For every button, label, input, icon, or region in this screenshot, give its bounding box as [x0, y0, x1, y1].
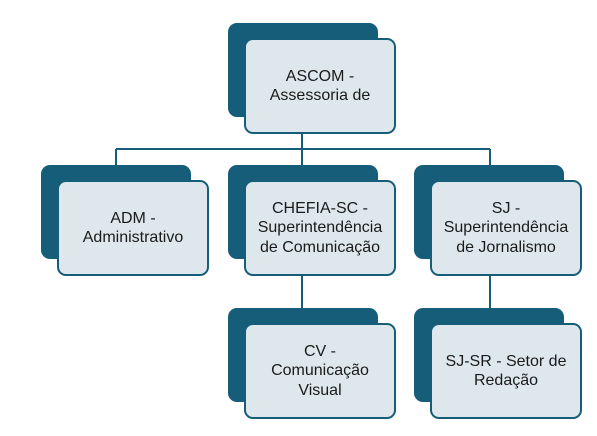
node-sj-sr: SJ-SR - Setor de Redação: [414, 308, 584, 421]
node-sj-sr-label: SJ-SR - Setor de Redação: [445, 352, 567, 389]
node-ascom-box: ASCOM - Assessoria de: [244, 38, 396, 134]
node-chefia-sc-box: CHEFIA-SC - Superintendência de Comunica…: [244, 180, 396, 276]
node-adm-label: ADM - Administrativo: [82, 209, 184, 246]
node-adm-box: ADM - Administrativo: [57, 180, 209, 276]
node-chefia-sc-label: CHEFIA-SC - Superintendência de Comunica…: [257, 200, 383, 256]
node-cv-box: CV - Comunicação Visual: [244, 323, 396, 419]
node-ascom-label: ASCOM - Assessoria de: [269, 67, 371, 104]
node-cv-label: CV - Comunicação Visual: [271, 343, 369, 399]
node-sj-sr-box: SJ-SR - Setor de Redação: [430, 323, 582, 419]
node-ascom: ASCOM - Assessoria de: [228, 23, 398, 136]
node-sj-box: SJ - Superintendência de Jornalismo: [430, 180, 582, 276]
node-chefia-sc: CHEFIA-SC - Superintendência de Comunica…: [228, 165, 398, 278]
node-adm: ADM - Administrativo: [41, 165, 211, 278]
node-sj-label: SJ - Superintendência de Jornalismo: [443, 200, 569, 256]
node-sj: SJ - Superintendência de Jornalismo: [414, 165, 584, 278]
node-cv: CV - Comunicação Visual: [228, 308, 398, 421]
